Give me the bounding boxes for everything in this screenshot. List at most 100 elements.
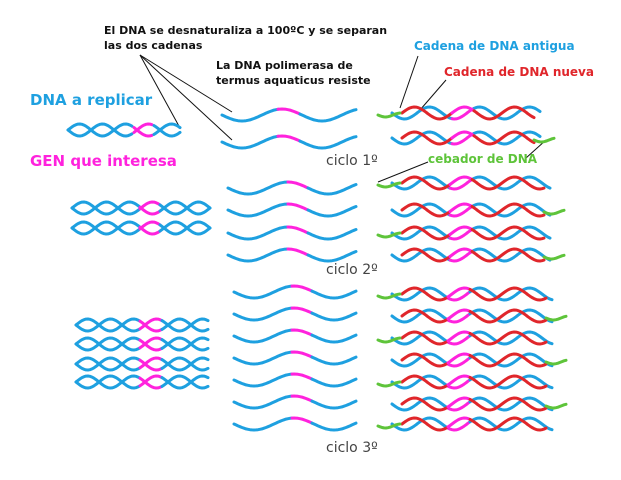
primer-label: cebador de DNA	[428, 152, 538, 166]
strand-single	[232, 328, 294, 344]
gene-segment	[448, 178, 474, 191]
strand-single	[226, 225, 290, 241]
pointer-denaturation-top	[139, 54, 233, 113]
strand-old	[468, 352, 554, 368]
strand-new	[472, 105, 536, 121]
pointer-lines	[139, 54, 547, 183]
strand-single	[232, 394, 294, 410]
strand-old	[152, 122, 182, 136]
gene-segment	[448, 175, 474, 186]
strand-old	[470, 247, 552, 263]
gene-segment	[450, 131, 476, 146]
strand-old	[468, 286, 554, 302]
gene-segment	[446, 378, 472, 390]
gene-segment	[446, 290, 472, 302]
strand-single	[226, 247, 290, 263]
strand-single	[310, 289, 358, 300]
strand-new	[400, 175, 452, 191]
strand-single	[310, 421, 358, 432]
strand-new	[400, 308, 450, 324]
gene-segment	[286, 180, 310, 190]
strand-single	[310, 333, 358, 344]
gene-segment	[446, 356, 472, 368]
strand-old	[390, 416, 450, 432]
old-strand-label: Cadena de DNA antigua	[414, 39, 575, 53]
gene-segment	[276, 107, 302, 116]
gene-segment	[138, 220, 162, 231]
gene-segment	[446, 416, 472, 429]
strand-old	[160, 336, 210, 352]
strand-new	[468, 416, 548, 432]
strand-old	[160, 317, 210, 333]
gene-segment	[448, 250, 474, 263]
gene-segment	[290, 372, 314, 381]
strand-new	[400, 202, 452, 218]
primer	[376, 231, 402, 239]
strand-single	[232, 306, 294, 322]
gene-segment	[138, 225, 162, 236]
strand-old	[74, 317, 142, 333]
strand-old	[470, 202, 552, 218]
strand-old	[66, 122, 134, 138]
strand-new	[468, 396, 548, 412]
strand-old	[470, 225, 552, 241]
gene-segment	[138, 319, 164, 333]
strand-new	[468, 308, 548, 324]
strand-new	[468, 352, 548, 368]
strand-new	[400, 286, 450, 302]
gene-segment	[446, 420, 472, 432]
cycle-2-label: ciclo 2º	[326, 262, 378, 278]
strand-new	[400, 105, 454, 121]
strand-old	[74, 374, 142, 390]
primer	[376, 380, 402, 388]
gene-segment	[448, 205, 474, 218]
strand-old	[390, 330, 450, 346]
strand-new	[472, 130, 536, 146]
gene-segment	[450, 105, 476, 115]
strand-old	[158, 200, 212, 216]
polymerase-label-line2: termus aquaticus resiste	[216, 74, 371, 87]
strand-single	[232, 416, 294, 432]
strand-single	[306, 205, 358, 218]
strand-old	[390, 374, 450, 390]
gene-segment	[446, 374, 472, 387]
gene-segment	[446, 312, 472, 324]
gene-segment	[446, 286, 472, 299]
gene-segment	[286, 247, 310, 257]
gene-segment	[446, 400, 472, 412]
gene-segment	[448, 225, 474, 236]
dna-strands	[66, 105, 568, 432]
strand-new	[468, 286, 548, 302]
gene-segment	[286, 202, 310, 212]
strand-single	[298, 135, 358, 150]
gene-segment	[290, 416, 314, 425]
gene-segment	[138, 200, 162, 211]
strand-old	[152, 124, 182, 138]
strand-new	[400, 374, 450, 390]
strand-old	[160, 356, 210, 372]
strand-old	[160, 374, 210, 390]
pointer-new-strand	[419, 79, 447, 111]
strand-old	[160, 356, 210, 372]
denaturation-label-line2: las dos cadenas	[104, 39, 203, 52]
strand-old	[390, 396, 450, 412]
strand-old	[468, 396, 554, 412]
strand-new	[400, 247, 452, 263]
strand-single	[310, 377, 358, 388]
strand-single	[306, 228, 358, 241]
gene-segment	[290, 394, 314, 403]
strand-old	[66, 122, 134, 138]
dna-to-replicate-label: DNA a replicar	[30, 91, 153, 109]
strand-single	[226, 202, 290, 218]
strand-old	[70, 220, 142, 236]
gene-segment	[132, 126, 154, 138]
primer	[376, 336, 402, 344]
strand-new	[470, 175, 546, 191]
strand-new	[400, 396, 450, 412]
strand-old	[160, 317, 210, 333]
gene-segment	[448, 247, 474, 258]
primer	[376, 181, 402, 189]
strand-old	[158, 220, 212, 236]
strand-old	[470, 175, 552, 191]
primer	[544, 358, 568, 366]
